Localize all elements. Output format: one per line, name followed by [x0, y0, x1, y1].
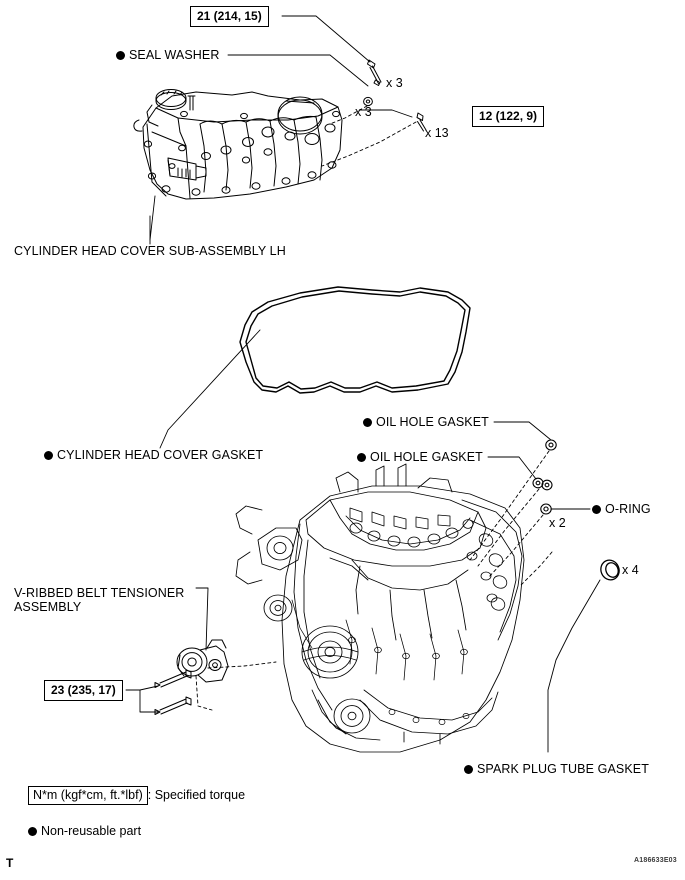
torque-spec-box-12: 12 (122, 9) [472, 106, 545, 127]
o-ring-icon [540, 503, 552, 515]
label-seal-washer: SEAL WASHER [116, 48, 219, 62]
legend-torque-meaning: : Specified torque [147, 788, 246, 802]
leader-cover-label [149, 195, 156, 241]
oil-hole-gasket-lower-icon [532, 477, 553, 491]
qty-o-ring-x2: x 2 [549, 516, 566, 530]
seal-washer-icon [363, 96, 373, 107]
non-reusable-bullet-icon [464, 765, 473, 774]
leader-tensioner-label [195, 587, 209, 651]
label-o-ring: O-RING [592, 502, 651, 516]
leader-spark-plug-tube-gasket [547, 579, 601, 753]
cylinder-head-cover-gasket-illustration [239, 286, 471, 394]
label-cylinder-head-cover-sub-assembly-lh: CYLINDER HEAD COVER SUB-ASSEMBLY LH [14, 244, 286, 258]
legend-non-reusable: Non-reusable part [28, 824, 141, 838]
bolt-icon-x3 [367, 59, 382, 86]
engine-assembly-illustration [235, 463, 525, 753]
non-reusable-bullet-icon [116, 51, 125, 60]
qty-seal-washer-x3: x 3 [355, 105, 372, 119]
leader-lines-small-parts [487, 421, 591, 510]
qty-bolt-x13: x 13 [425, 126, 449, 140]
bolt-icon-x13 [416, 112, 427, 132]
belt-tensioner-illustration [176, 639, 229, 683]
tensioner-bolt-lower-icon [154, 696, 192, 715]
leader-lines-top [227, 15, 413, 118]
dashed-locators-small-parts [469, 450, 550, 579]
legend-torque-units: N*m (kgf*cm, ft.*lbf) [28, 786, 148, 805]
label-v-ribbed-belt-tensioner-assembly: V-RIBBED BELT TENSIONER ASSEMBLY [14, 586, 185, 614]
non-reusable-bullet-icon [592, 505, 601, 514]
oil-hole-gasket-upper-icon [545, 439, 557, 451]
label-oil-hole-gasket-2: OIL HOLE GASKET [357, 450, 483, 464]
non-reusable-bullet-icon [28, 827, 37, 836]
non-reusable-bullet-icon [44, 451, 53, 460]
leader-torque-23 [125, 685, 159, 713]
figure-reference-code: A186633E03 [634, 857, 677, 864]
torque-spec-box-23: 23 (235, 17) [44, 680, 123, 701]
non-reusable-bullet-icon [357, 453, 366, 462]
label-spark-plug-tube-gasket: SPARK PLUG TUBE GASKET [464, 762, 649, 776]
leader-gasket-label [159, 329, 261, 449]
qty-bolt-x3: x 3 [386, 76, 403, 90]
spark-plug-tube-gasket-icon [600, 559, 620, 581]
tensioner-bolt-upper-icon [154, 669, 192, 688]
label-cylinder-head-cover-gasket: CYLINDER HEAD COVER GASKET [44, 448, 263, 462]
qty-spark-plug-tube-gasket-x4: x 4 [622, 563, 639, 577]
label-oil-hole-gasket-1: OIL HOLE GASKET [363, 415, 489, 429]
non-reusable-bullet-icon [363, 418, 372, 427]
legend-specified-torque: N*m (kgf*cm, ft.*lbf): Specified torque [28, 786, 245, 805]
torque-spec-box-21: 21 (214, 15) [190, 6, 269, 27]
page-corner-mark: T [6, 856, 14, 870]
cylinder-head-cover-illustration [133, 89, 343, 200]
